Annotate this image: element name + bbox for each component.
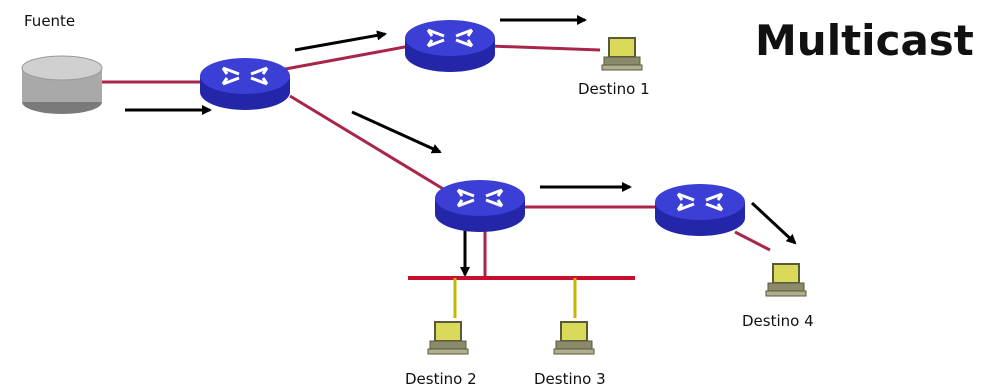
dest4-label: Destino 4 <box>742 312 814 330</box>
source-server-icon <box>21 55 103 114</box>
dest2-label: Destino 2 <box>405 370 477 388</box>
dest3-pc-icon <box>553 321 595 355</box>
link-r2-dest1 <box>489 44 601 52</box>
links <box>100 44 771 278</box>
dest3-label: Destino 3 <box>534 370 606 388</box>
arrow-r1-r2 <box>294 30 387 52</box>
source-label: Fuente <box>24 12 75 30</box>
dest1-pc-icon <box>601 37 643 71</box>
router-3-icon <box>433 178 527 234</box>
link-r4-dest4 <box>734 230 771 252</box>
lan-bus <box>408 276 635 318</box>
arrow-r1-r3 <box>351 110 442 154</box>
dest1-label: Destino 1 <box>578 80 650 98</box>
link-r1-r2 <box>279 44 411 72</box>
dest4-pc-icon <box>765 263 807 297</box>
router-2-icon <box>403 18 497 74</box>
router-4-icon <box>653 182 747 238</box>
router-1-icon <box>198 56 292 112</box>
diagram-title: Multicast <box>755 16 974 65</box>
link-r1-r3 <box>289 94 446 192</box>
arrow-r4-dest4 <box>750 201 797 245</box>
arrows <box>125 15 797 277</box>
dest2-pc-icon <box>427 321 469 355</box>
